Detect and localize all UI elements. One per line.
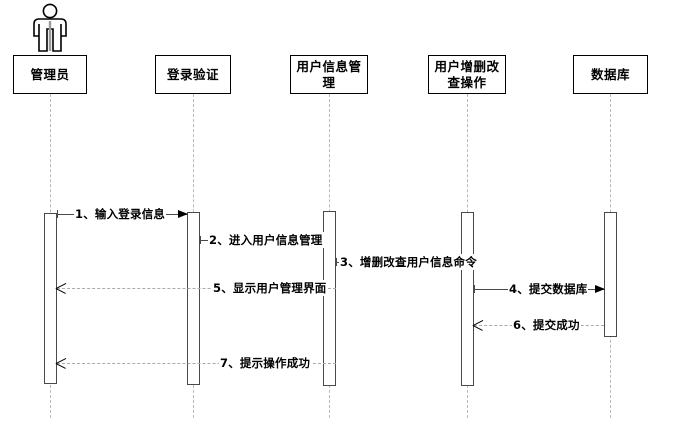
message-line-7 [57,363,336,364]
participant-box-crud[interactable]: 用户增删改查操作 [428,55,506,94]
actor-icon [28,2,72,52]
participant-label-database: 数据库 [590,66,630,82]
message-label-1: 1、输入登录信息 [74,206,167,222]
participant-label-crud: 用户增删改查操作 [434,58,500,90]
message-tail-4 [474,285,475,293]
participant-box-database[interactable]: 数据库 [573,55,648,94]
participant-label-admin: 管理员 [30,66,70,82]
message-tail-2 [200,236,201,244]
message-label-5: 5、显示用户管理界面 [212,280,328,296]
arrowhead-right-icon [595,284,605,293]
message-label-3: 3、增删改查用户信息命令 [339,254,478,270]
activation-bar-crud [461,212,474,386]
participant-box-userinfo[interactable]: 用户信息管理 [290,55,368,94]
participant-label-login: 登录验证 [166,66,219,82]
message-label-6: 6、提交成功 [512,317,581,333]
message-line-5 [57,288,336,289]
participant-label-userinfo: 用户信息管理 [296,58,362,90]
arrowhead-right-icon [178,209,188,218]
message-label-2: 2、进入用户信息管理 [208,232,324,248]
participant-box-login[interactable]: 登录验证 [155,55,231,94]
message-tail-1 [57,210,58,218]
activation-bar-userinfo [323,211,336,386]
activation-bar-login [187,212,200,385]
activation-bar-admin [44,213,57,384]
message-label-7: 7、提示操作成功 [219,355,312,371]
message-label-4: 4、提交数据库 [508,281,589,297]
participant-box-admin[interactable]: 管理员 [13,55,87,94]
message-tail-3 [336,258,337,266]
activation-bar-database [604,212,617,337]
